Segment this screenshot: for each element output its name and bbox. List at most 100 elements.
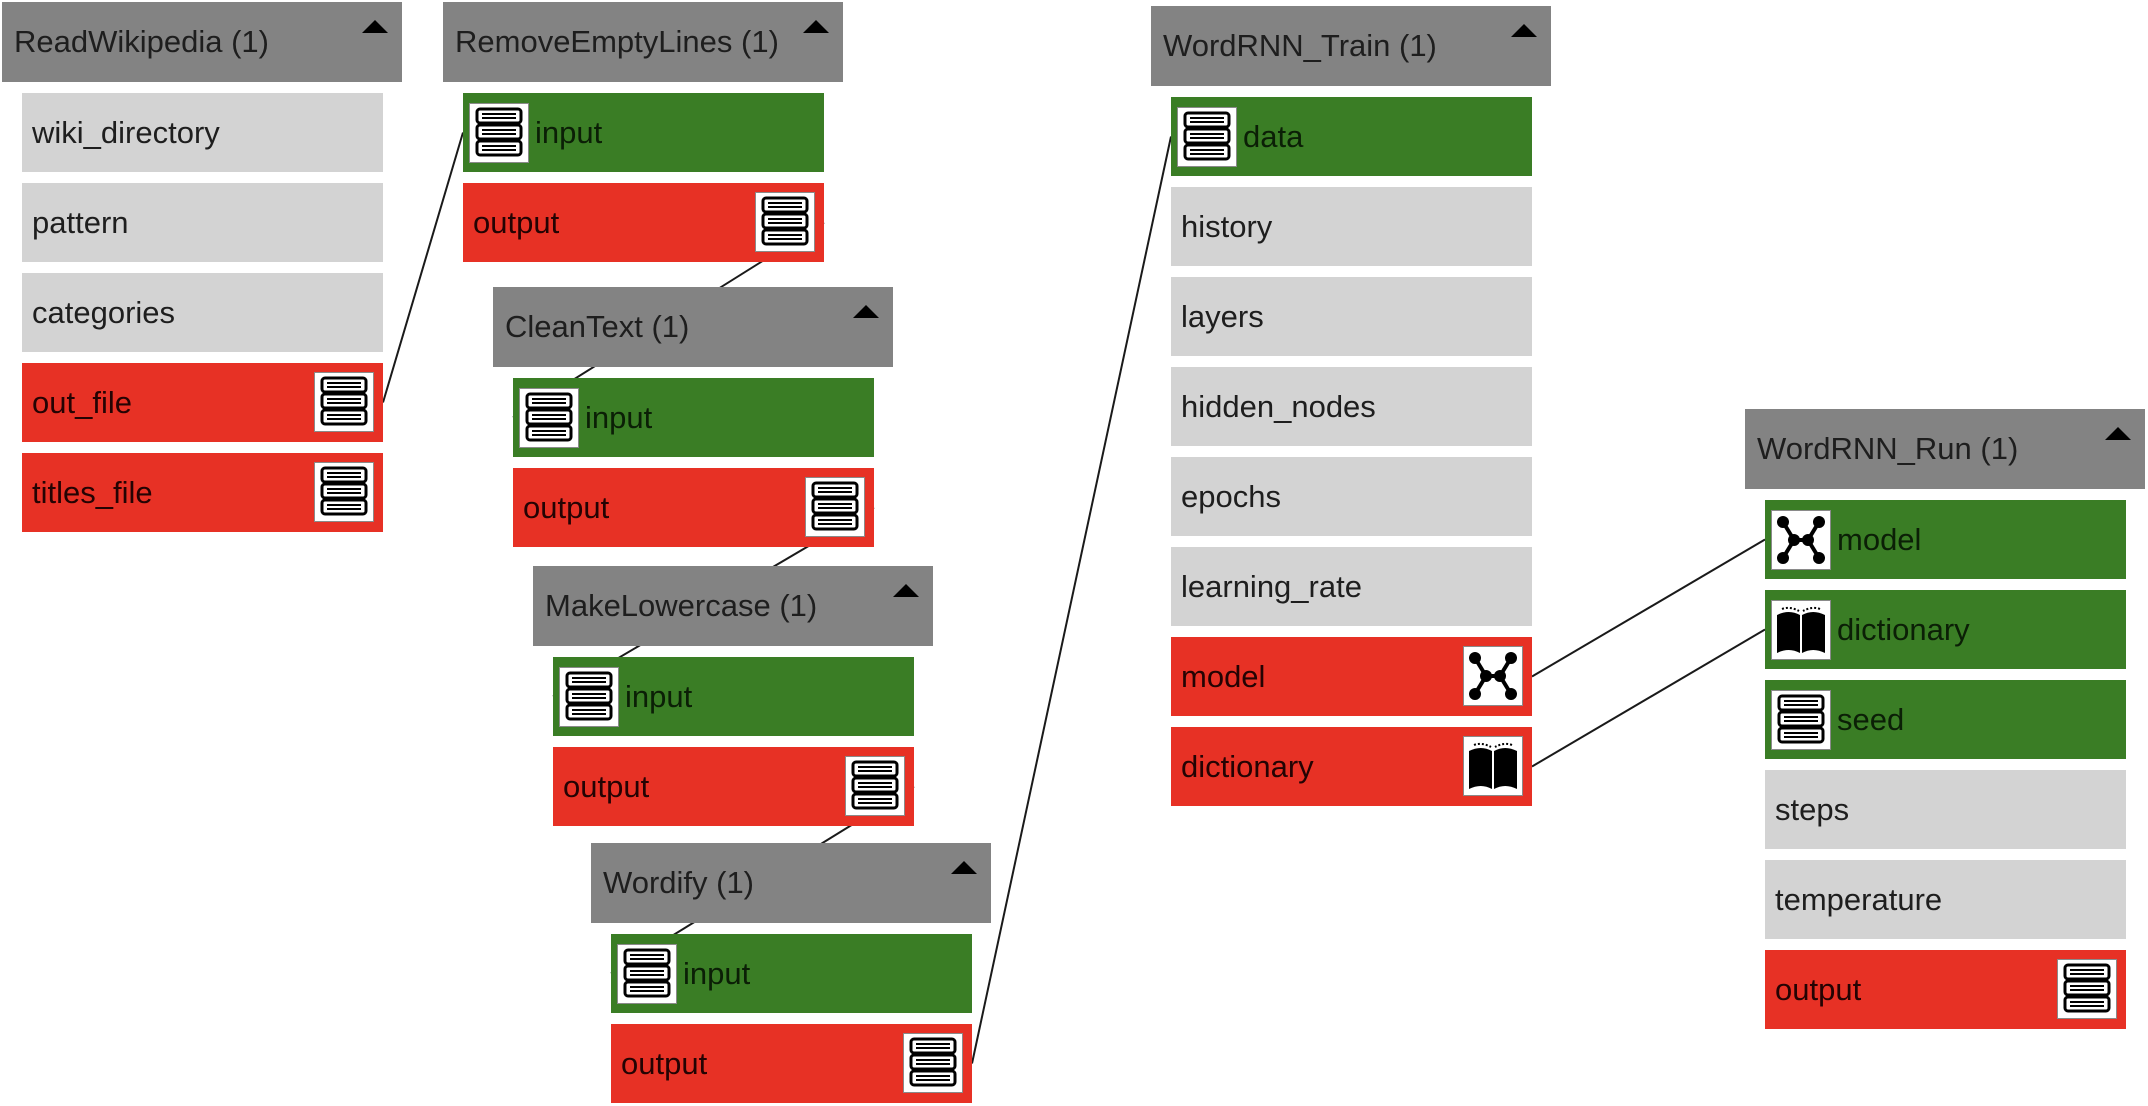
document-stack-icon xyxy=(903,1033,963,1093)
output-port-model[interactable]: model xyxy=(1171,637,1532,716)
collapse-arrow-icon[interactable] xyxy=(362,20,388,33)
param-learning-rate[interactable]: learning_rate xyxy=(1171,547,1532,626)
port-label: data xyxy=(1243,118,1304,154)
port-label: input xyxy=(683,955,751,991)
collapse-arrow-icon[interactable] xyxy=(2105,427,2131,440)
param-wiki-directory[interactable]: wiki_directory xyxy=(22,93,383,172)
param-layers[interactable]: layers xyxy=(1171,277,1532,356)
output-port-output[interactable]: output xyxy=(513,468,874,547)
connection-wire xyxy=(1531,628,1766,768)
param-pattern[interactable]: pattern xyxy=(22,183,383,262)
collapse-arrow-icon[interactable] xyxy=(1511,24,1537,37)
node-wordify[interactable]: Wordify (1) input output xyxy=(591,843,991,1103)
port-label: epochs xyxy=(1181,478,1281,514)
param-epochs[interactable]: epochs xyxy=(1171,457,1532,536)
output-port-output[interactable]: output xyxy=(553,747,914,826)
document-stack-icon xyxy=(519,387,579,448)
connection-wire xyxy=(971,136,1172,1064)
param-categories[interactable]: categories xyxy=(22,273,383,352)
node-wordrnn-train[interactable]: WordRNN_Train (1) data history layers hi… xyxy=(1151,6,1551,806)
document-stack-icon xyxy=(559,666,619,727)
port-label: temperature xyxy=(1775,881,1943,917)
output-port-output[interactable]: output xyxy=(463,183,824,262)
port-label: seed xyxy=(1837,701,1905,737)
port-label: out_file xyxy=(32,384,132,420)
input-port-model[interactable]: model xyxy=(1765,500,2126,579)
param-temperature[interactable]: temperature xyxy=(1765,860,2126,939)
input-port-input[interactable]: input xyxy=(611,934,972,1013)
port-label: input xyxy=(625,678,693,714)
document-stack-icon xyxy=(805,477,865,537)
input-port-input[interactable]: input xyxy=(553,657,914,736)
node-header[interactable]: WordRNN_Train (1) xyxy=(1151,6,1551,86)
connection-wire xyxy=(1531,538,1766,678)
node-title: WordRNN_Run (1) xyxy=(1757,431,2019,466)
collapse-arrow-icon[interactable] xyxy=(951,861,977,874)
node-remove-empty-lines[interactable]: RemoveEmptyLines (1) input output xyxy=(443,2,843,262)
port-label: titles_file xyxy=(32,474,153,510)
open-book-icon xyxy=(1463,736,1523,796)
document-stack-icon xyxy=(314,462,374,522)
port-label: hidden_nodes xyxy=(1181,388,1376,424)
port-label: steps xyxy=(1775,791,1850,827)
port-label: learning_rate xyxy=(1181,568,1362,604)
document-stack-icon xyxy=(469,102,529,163)
node-title: WordRNN_Train (1) xyxy=(1163,28,1437,63)
input-port-data[interactable]: data xyxy=(1171,97,1532,176)
port-label: output xyxy=(563,768,650,804)
network-graph-icon xyxy=(1771,509,1831,570)
collapse-arrow-icon[interactable] xyxy=(853,305,879,318)
node-title: MakeLowercase (1) xyxy=(545,588,818,623)
port-label: dictionary xyxy=(1837,611,1970,647)
port-label: model xyxy=(1181,658,1266,694)
port-label: categories xyxy=(32,294,176,330)
port-label: output xyxy=(1775,971,1862,1007)
document-stack-icon xyxy=(1177,106,1237,167)
output-port-output[interactable]: output xyxy=(611,1024,972,1103)
port-label: pattern xyxy=(32,204,129,240)
port-label: input xyxy=(535,114,603,150)
node-header[interactable]: WordRNN_Run (1) xyxy=(1745,409,2145,489)
port-label: output xyxy=(473,204,560,240)
collapse-arrow-icon[interactable] xyxy=(803,20,829,33)
node-read-wikipedia[interactable]: ReadWikipedia (1) wiki_directory pattern… xyxy=(2,2,402,532)
input-port-seed[interactable]: seed xyxy=(1765,680,2126,759)
input-port-dictionary[interactable]: dictionary xyxy=(1765,590,2126,669)
port-label: dictionary xyxy=(1181,748,1314,784)
node-title: CleanText (1) xyxy=(505,309,690,344)
param-hidden-nodes[interactable]: hidden_nodes xyxy=(1171,367,1532,446)
port-label: model xyxy=(1837,521,1922,557)
port-label: input xyxy=(585,399,653,435)
output-port-output[interactable]: output xyxy=(1765,950,2126,1029)
node-clean-text[interactable]: CleanText (1) input output xyxy=(493,287,893,547)
output-port-dictionary[interactable]: dictionary xyxy=(1171,727,1532,806)
input-port-input[interactable]: input xyxy=(513,378,874,457)
document-stack-icon xyxy=(1771,689,1831,750)
node-header[interactable]: CleanText (1) xyxy=(493,287,893,367)
output-port-titles-file[interactable]: titles_file xyxy=(22,453,383,532)
document-stack-icon xyxy=(755,192,815,252)
param-steps[interactable]: steps xyxy=(1765,770,2126,849)
port-label: history xyxy=(1181,208,1273,244)
node-title: Wordify (1) xyxy=(603,865,755,900)
node-title: ReadWikipedia (1) xyxy=(14,24,269,59)
collapse-arrow-icon[interactable] xyxy=(893,584,919,597)
input-port-input[interactable]: input xyxy=(463,93,824,172)
node-header[interactable]: Wordify (1) xyxy=(591,843,991,923)
open-book-icon xyxy=(1771,599,1831,660)
port-label: layers xyxy=(1181,298,1264,334)
output-port-out-file[interactable]: out_file xyxy=(22,363,383,442)
node-wordrnn-run[interactable]: WordRNN_Run (1) model dictionary seed st… xyxy=(1745,409,2145,1029)
node-header[interactable]: RemoveEmptyLines (1) xyxy=(443,2,843,82)
document-stack-icon xyxy=(314,372,374,432)
port-label: wiki_directory xyxy=(32,114,220,150)
document-stack-icon xyxy=(617,943,677,1004)
node-title: RemoveEmptyLines (1) xyxy=(455,24,779,59)
node-header[interactable]: ReadWikipedia (1) xyxy=(2,2,402,82)
document-stack-icon xyxy=(845,756,905,816)
node-make-lowercase[interactable]: MakeLowercase (1) input output xyxy=(533,566,933,826)
param-history[interactable]: history xyxy=(1171,187,1532,266)
port-label: output xyxy=(523,489,610,525)
node-header[interactable]: MakeLowercase (1) xyxy=(533,566,933,646)
document-stack-icon xyxy=(2057,959,2117,1019)
